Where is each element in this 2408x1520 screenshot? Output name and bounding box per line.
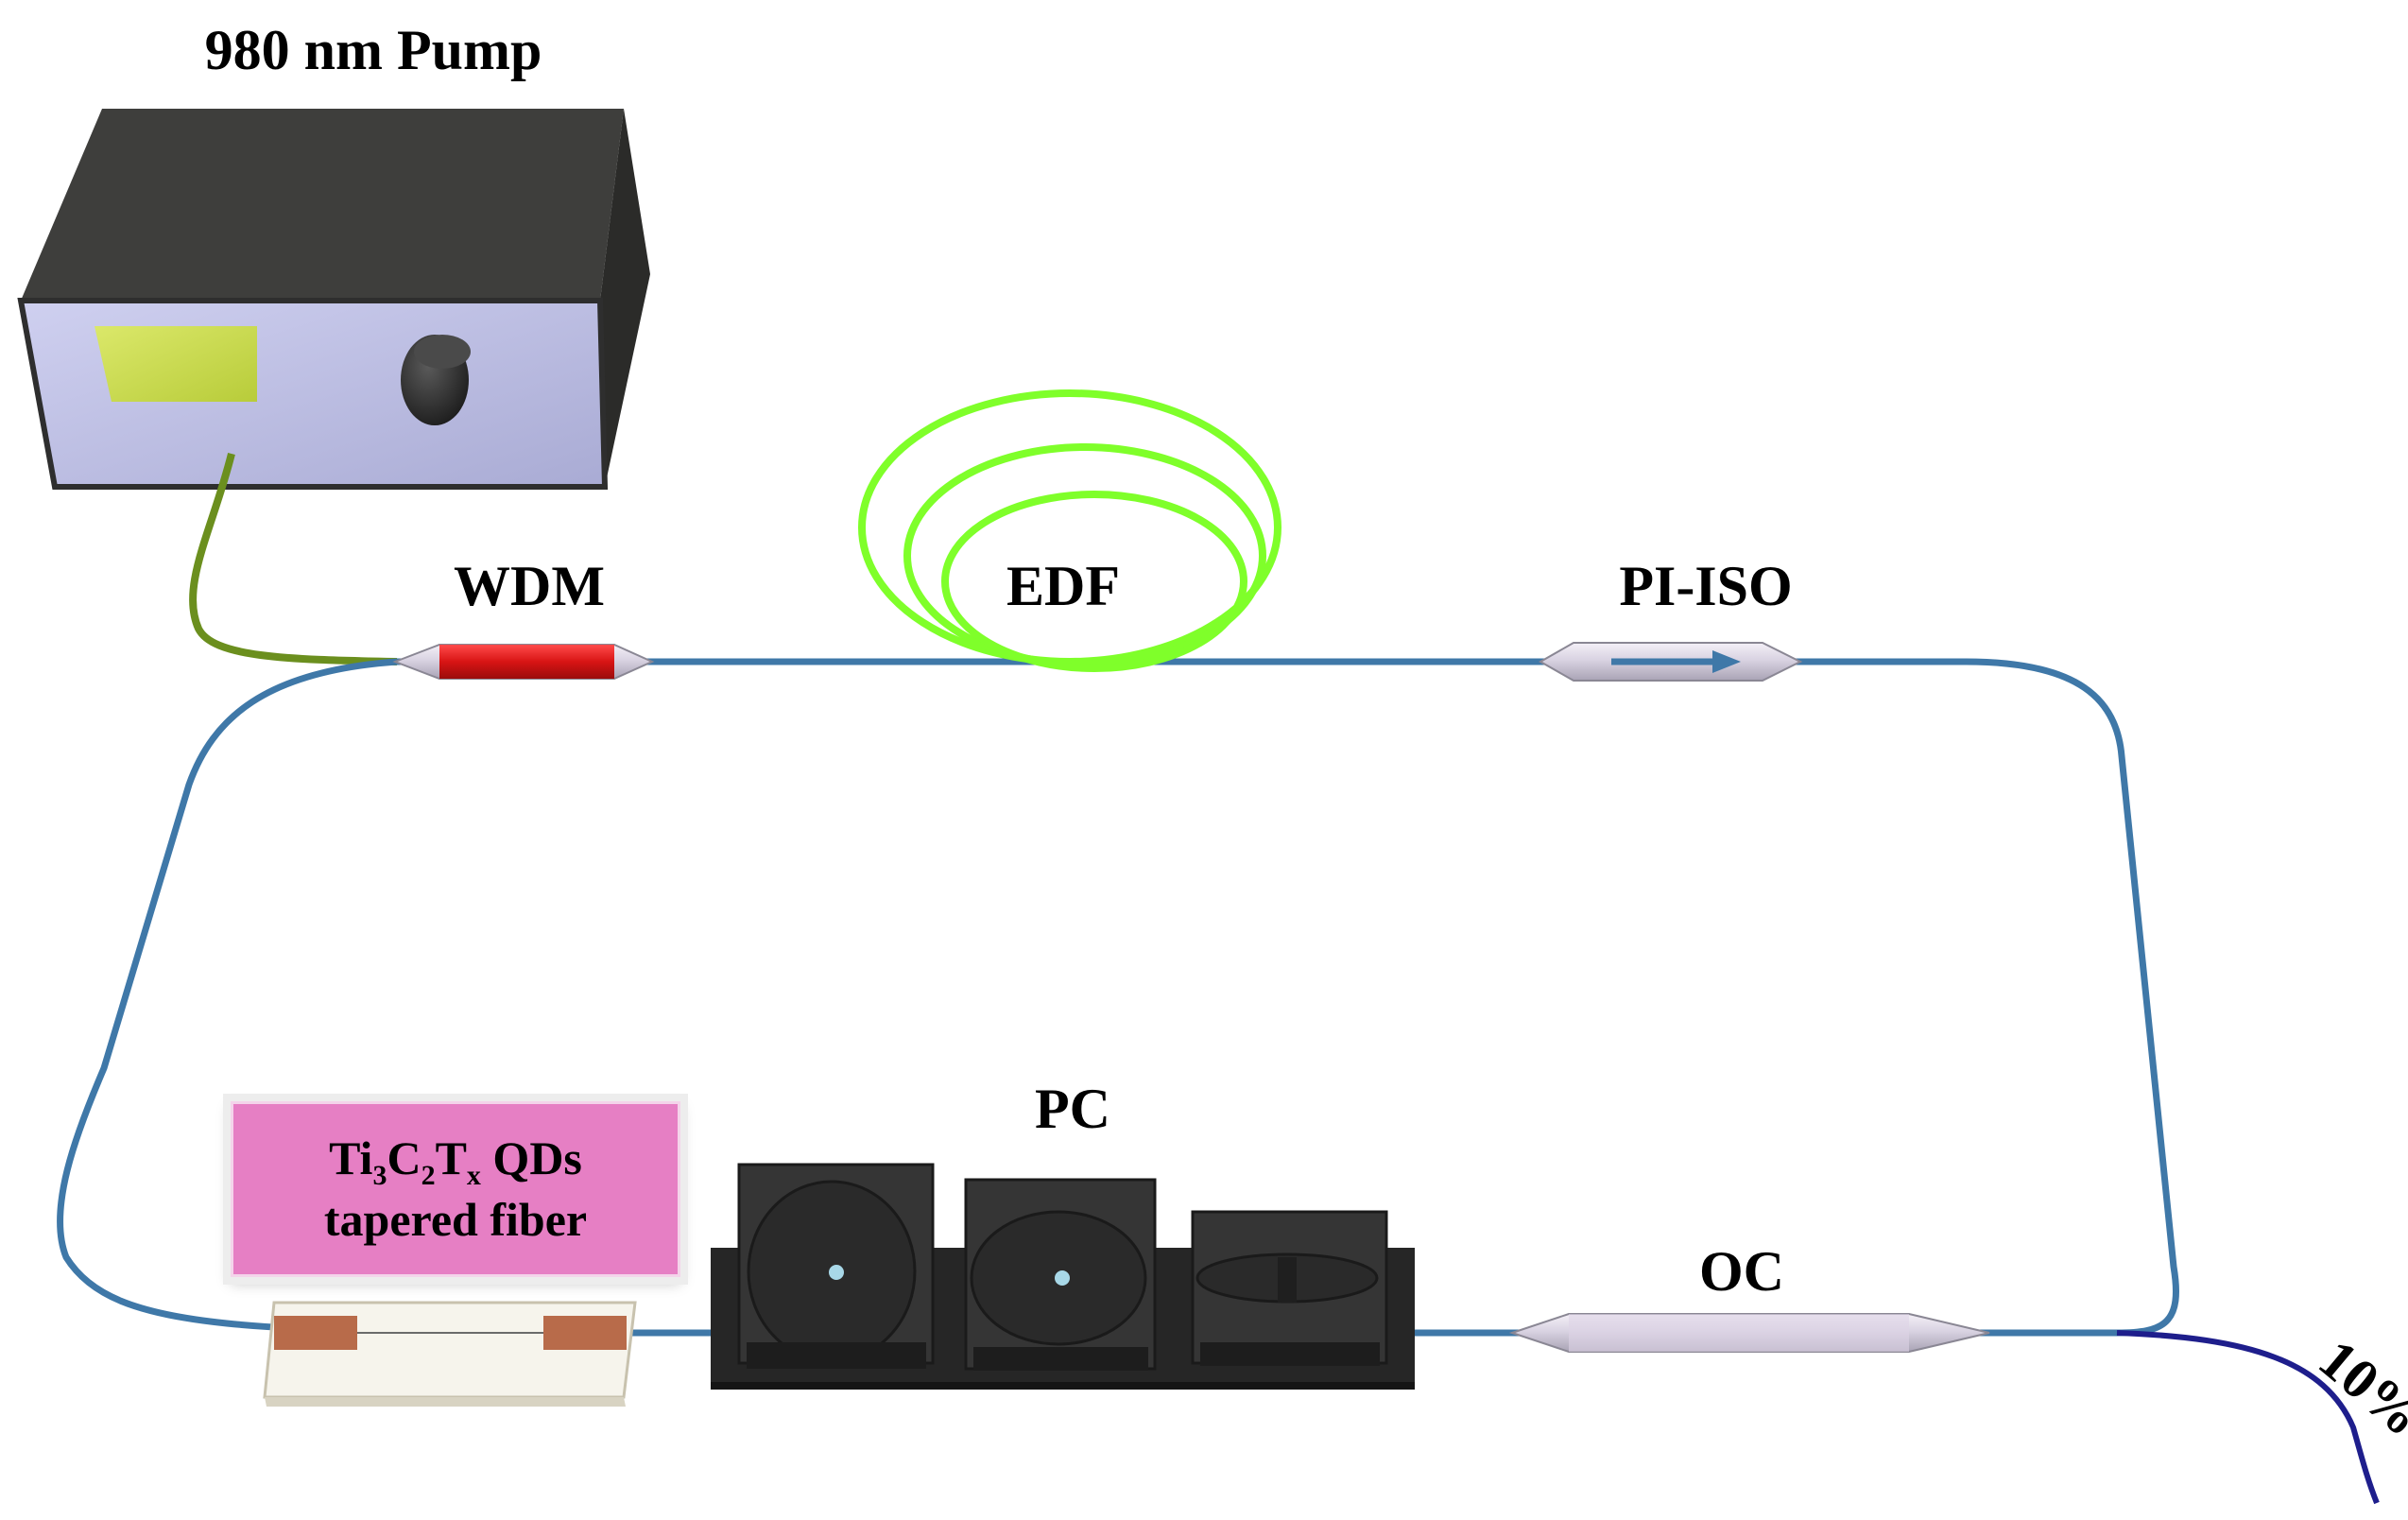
- isolator-arrowhead-icon: [1712, 650, 1741, 673]
- pc-label: PC: [1035, 1078, 1110, 1140]
- pump-fiber: [189, 453, 398, 665]
- polarization-controller: [711, 1163, 1415, 1390]
- isolator: [1538, 642, 1803, 682]
- pump-knob-top-icon: [414, 335, 471, 369]
- ring-fiber: [57, 658, 2179, 1337]
- right-fiber-clamp: [543, 1316, 627, 1350]
- sample-label-box: Ti3C2Tx QDs tapered fiber: [231, 1101, 680, 1277]
- left-fiber-clamp: [274, 1316, 357, 1350]
- output-fiber: [2116, 1330, 2380, 1505]
- wdm-label: WDM: [454, 555, 605, 617]
- pump-side-face: [600, 109, 650, 487]
- sample-line-2: tapered fiber: [323, 1192, 588, 1246]
- wdm-body: [439, 645, 614, 679]
- pump-unit: [17, 109, 650, 490]
- tapered-fiber-slide: [263, 1301, 637, 1407]
- output-coupler: [1508, 1313, 1990, 1353]
- pump-label: 980 nm Pump: [205, 19, 542, 81]
- pump-display-screen: [95, 326, 257, 402]
- pump-top-face: [21, 109, 624, 301]
- sample-line-1: Ti3C2Tx QDs: [329, 1131, 582, 1191]
- oc-label: OC: [1699, 1240, 1784, 1303]
- edf-label: EDF: [1006, 555, 1120, 617]
- iso-label: PI-ISO: [1619, 555, 1792, 617]
- output-label: 10%: [2308, 1327, 2408, 1448]
- oc-body: [1569, 1314, 1909, 1352]
- edf-coil: [858, 389, 1281, 672]
- wdm-coupler: [392, 644, 655, 680]
